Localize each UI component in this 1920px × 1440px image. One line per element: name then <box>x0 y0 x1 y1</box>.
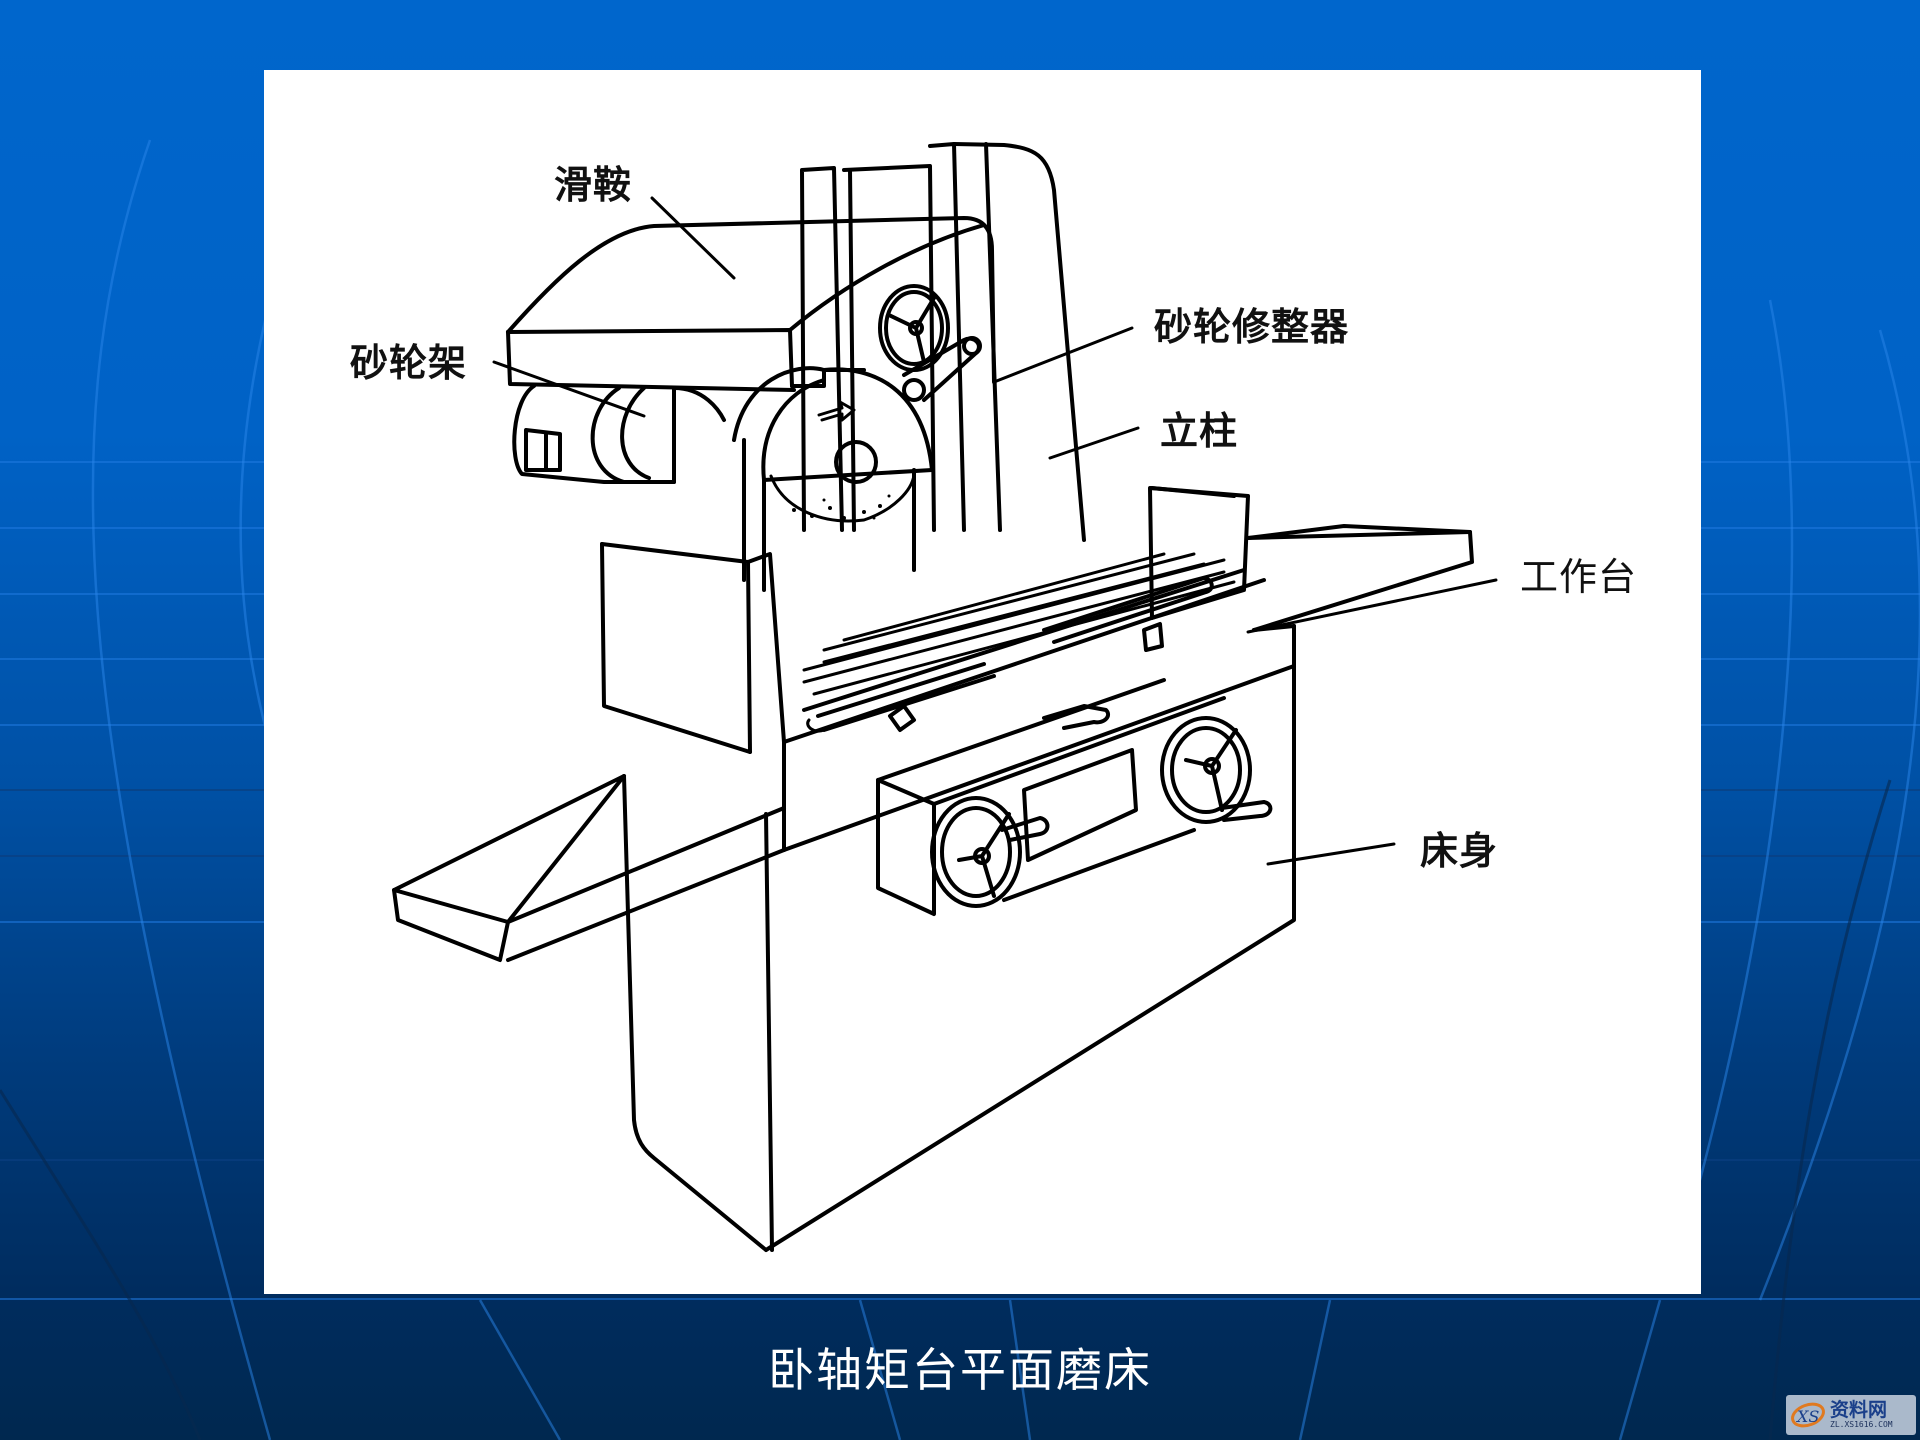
wheel-head-drawing <box>512 384 726 484</box>
watermark-title: 资料网 <box>1830 1399 1888 1421</box>
slide-saddle-drawing <box>506 216 996 392</box>
surface-grinder-drawing <box>392 142 1498 1252</box>
bed-drawing <box>622 624 1296 1252</box>
label-bed: 床身 <box>1420 828 1499 873</box>
wheel-guard-drawing <box>732 366 934 592</box>
label-slide-saddle: 滑鞍 <box>554 162 633 207</box>
column-drawing <box>800 142 1086 542</box>
worktable-drawing <box>392 486 1474 962</box>
watermark-url: ZL.XS1616.COM <box>1830 1420 1893 1429</box>
grinding-wheel-grit <box>792 494 891 520</box>
svg-text:XS: XS <box>1795 1407 1819 1426</box>
label-worktable: 工作台 <box>1520 555 1638 599</box>
label-wheel-head: 砂轮架 <box>350 340 468 385</box>
watermark-badge: XS 资料网 ZL.XS1616.COM <box>1786 1395 1916 1435</box>
label-wheel-dresser: 砂轮修整器 <box>1154 304 1350 349</box>
slide-caption: 卧轴矩台平面磨床 <box>768 1343 1152 1397</box>
xs-logo-icon: XS <box>1790 1397 1826 1433</box>
wheel-dresser-drawing <box>902 336 982 402</box>
diagram-panel: 滑鞍 砂轮架 砂轮修整器 立柱 工作台 床身 <box>264 70 1701 1294</box>
label-column: 立柱 <box>1160 408 1239 453</box>
leader-lines <box>492 196 1498 866</box>
